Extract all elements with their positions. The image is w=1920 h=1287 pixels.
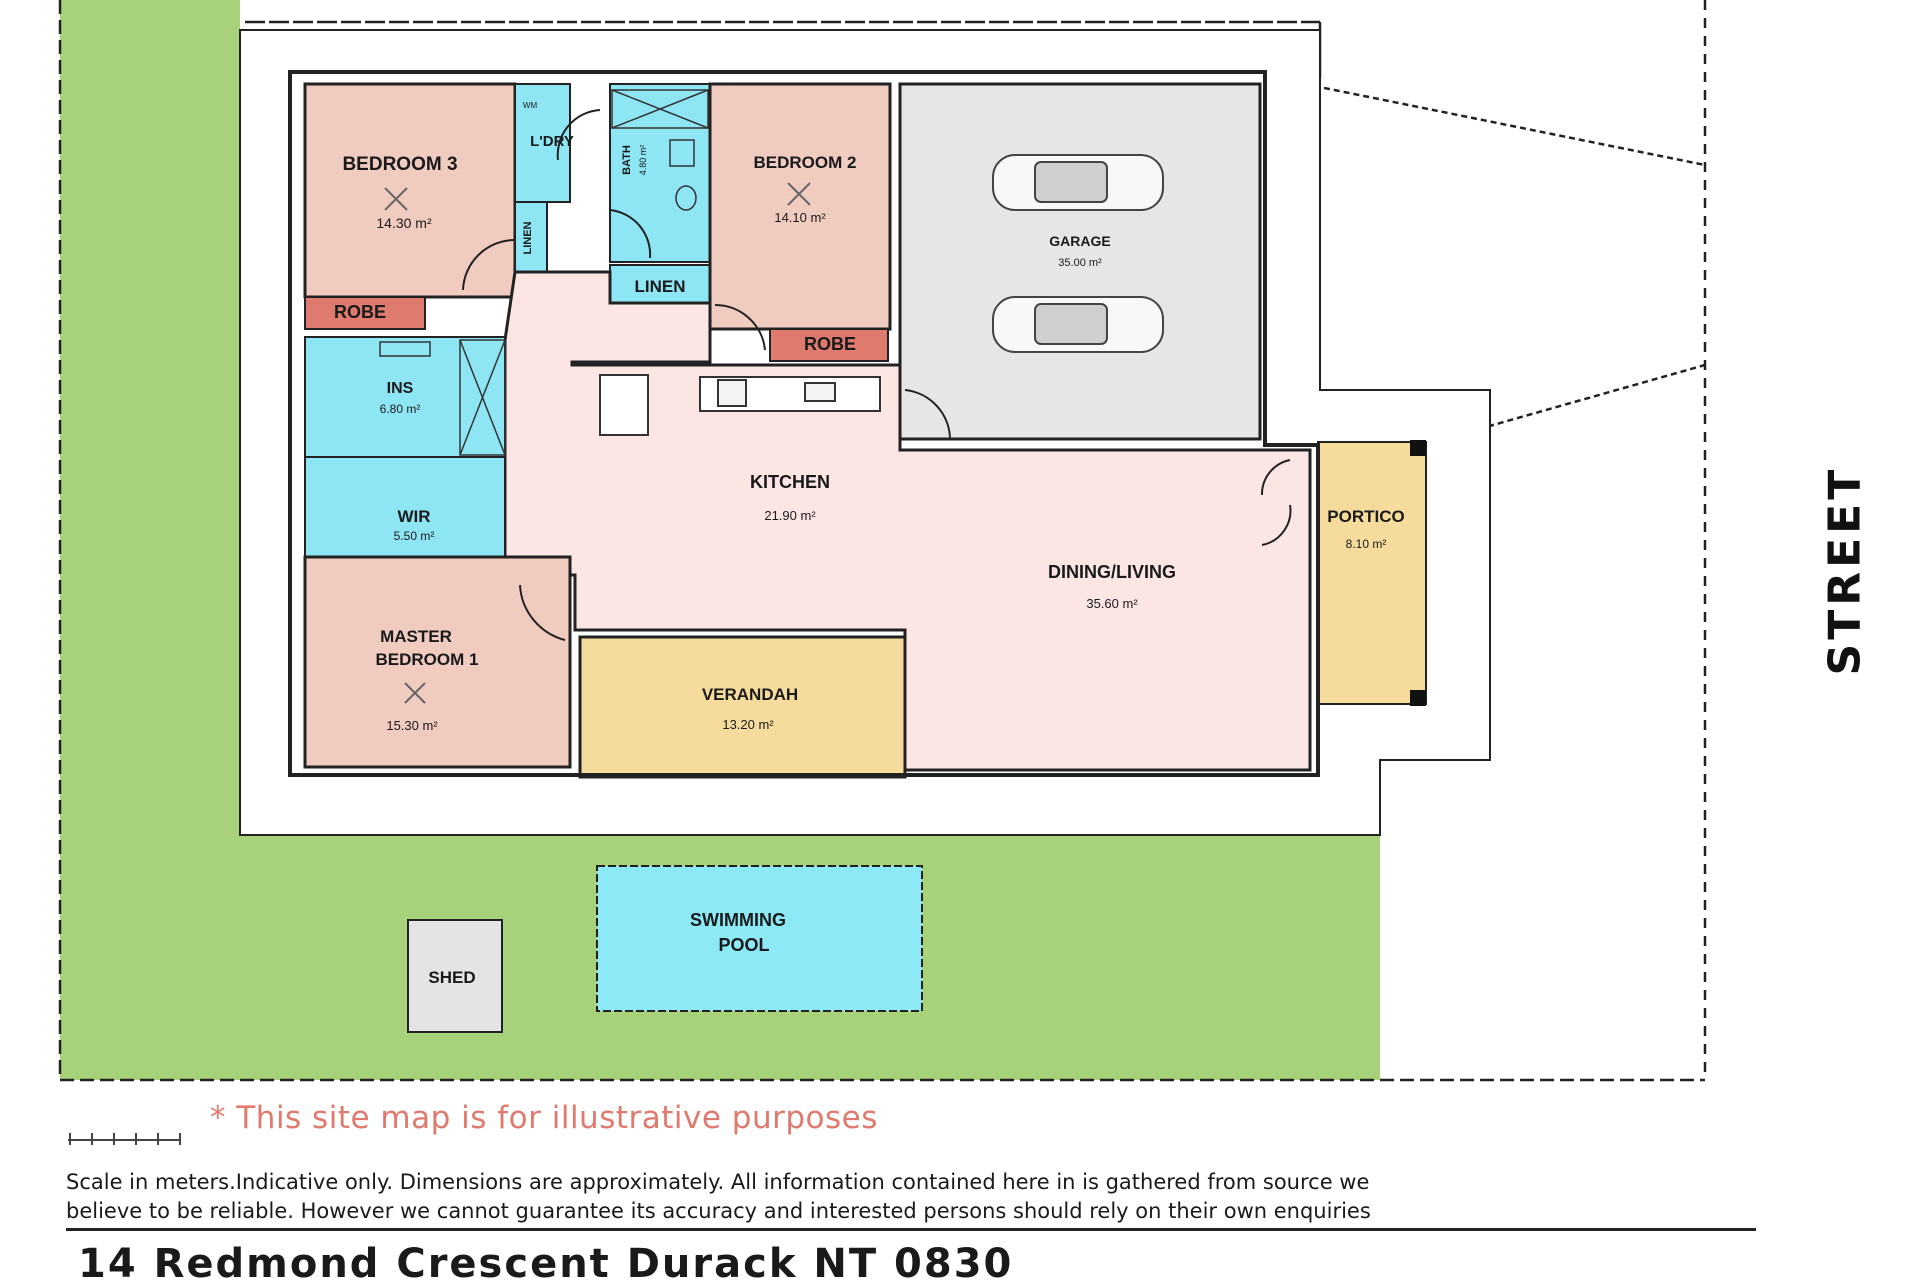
ensuite-area: 6.80 m²: [380, 402, 421, 416]
wir-label: WIR: [397, 507, 430, 526]
master-area: 15.30 m²: [386, 718, 438, 733]
bath-label: BATH: [621, 145, 633, 175]
room-robe-3: [304, 296, 426, 330]
bath-fixtures: [611, 89, 709, 211]
divider-rule: [66, 1228, 1756, 1231]
portico-post-bottom: [1410, 690, 1426, 706]
verandah-label: VERANDAH: [702, 685, 798, 704]
room-linen-left: [514, 201, 548, 273]
room-garage: [898, 82, 1262, 441]
dining-living-label: DINING/LIVING: [1048, 562, 1176, 582]
bedroom-2-label: BEDROOM 2: [754, 153, 857, 172]
car-icon: [992, 154, 1164, 353]
pool-label-line2: POOL: [718, 935, 769, 955]
robe-2-label: ROBE: [804, 334, 856, 354]
street-label: STREET: [1819, 465, 1871, 676]
garage-area: 35.00 m²: [1058, 257, 1102, 269]
property-address: 14 Redmond Crescent Durack NT 0830: [78, 1241, 1014, 1287]
ensuite-fixtures: [379, 339, 506, 456]
garden-shed: [407, 919, 503, 1033]
wir-area: 5.50 m²: [394, 529, 435, 543]
bedroom-3-label: BEDROOM 3: [342, 154, 457, 175]
notes-line-1: Scale in meters.Indicative only. Dimensi…: [66, 1170, 1370, 1194]
garage-label: GARAGE: [1049, 233, 1110, 249]
scale-bar: [68, 1133, 181, 1145]
room-verandah: [578, 635, 907, 779]
kitchen-bench: [599, 374, 881, 436]
robe-3-label: ROBE: [334, 302, 386, 322]
room-bath: [609, 83, 711, 263]
rooms: [303, 82, 1427, 779]
door-swing-icon: [462, 109, 1292, 641]
room-robe-2: [769, 328, 889, 362]
bedroom-2-area: 14.10 m²: [774, 210, 826, 225]
kitchen-area: 21.90 m²: [764, 508, 816, 523]
portico-label: PORTICO: [1327, 507, 1404, 526]
notes-line-2: believe to be reliable. However we canno…: [66, 1199, 1371, 1223]
room-bedroom-3: [303, 82, 517, 299]
washing-machine-label: WM: [523, 101, 538, 110]
verandah-area: 13.20 m²: [722, 717, 774, 732]
master-label-line2: BEDROOM 1: [376, 650, 479, 669]
disclaimer-text: * This site map is for illustrative purp…: [210, 1100, 878, 1136]
room-master-bedroom: [303, 555, 572, 769]
room-portico: [1317, 441, 1427, 705]
room-bedroom-2: [708, 82, 892, 331]
shed-label: SHED: [428, 968, 475, 987]
portico-post-top: [1410, 440, 1426, 456]
swimming-pool: [596, 865, 923, 1012]
bedroom-3-area: 14.30 m²: [376, 215, 432, 231]
portico-area: 8.10 m²: [1346, 537, 1387, 551]
room-wir: [304, 456, 506, 558]
bath-area: 4.80 m²: [638, 145, 648, 176]
laundry-label: L'DRY: [530, 133, 574, 150]
master-label-line1: MASTER: [380, 627, 452, 646]
room-labels: BEDROOM 3 14.30 m² ROBE L'DRY WM LINEN B…: [334, 101, 1405, 987]
dining-living-area: 35.60 m²: [1086, 596, 1138, 611]
linen-mid-label: LINEN: [635, 277, 686, 296]
pool-label-line1: SWIMMING: [690, 910, 786, 930]
kitchen-label: KITCHEN: [750, 472, 830, 492]
notes-block: Scale in meters.Indicative only. Dimensi…: [66, 1168, 1486, 1226]
ensuite-label: INS: [387, 380, 414, 397]
room-ensuite: [304, 336, 506, 458]
ceiling-fan-icon: [384, 182, 811, 704]
linen-left-label: LINEN: [522, 221, 534, 254]
house-outer-wall: [288, 70, 1320, 777]
